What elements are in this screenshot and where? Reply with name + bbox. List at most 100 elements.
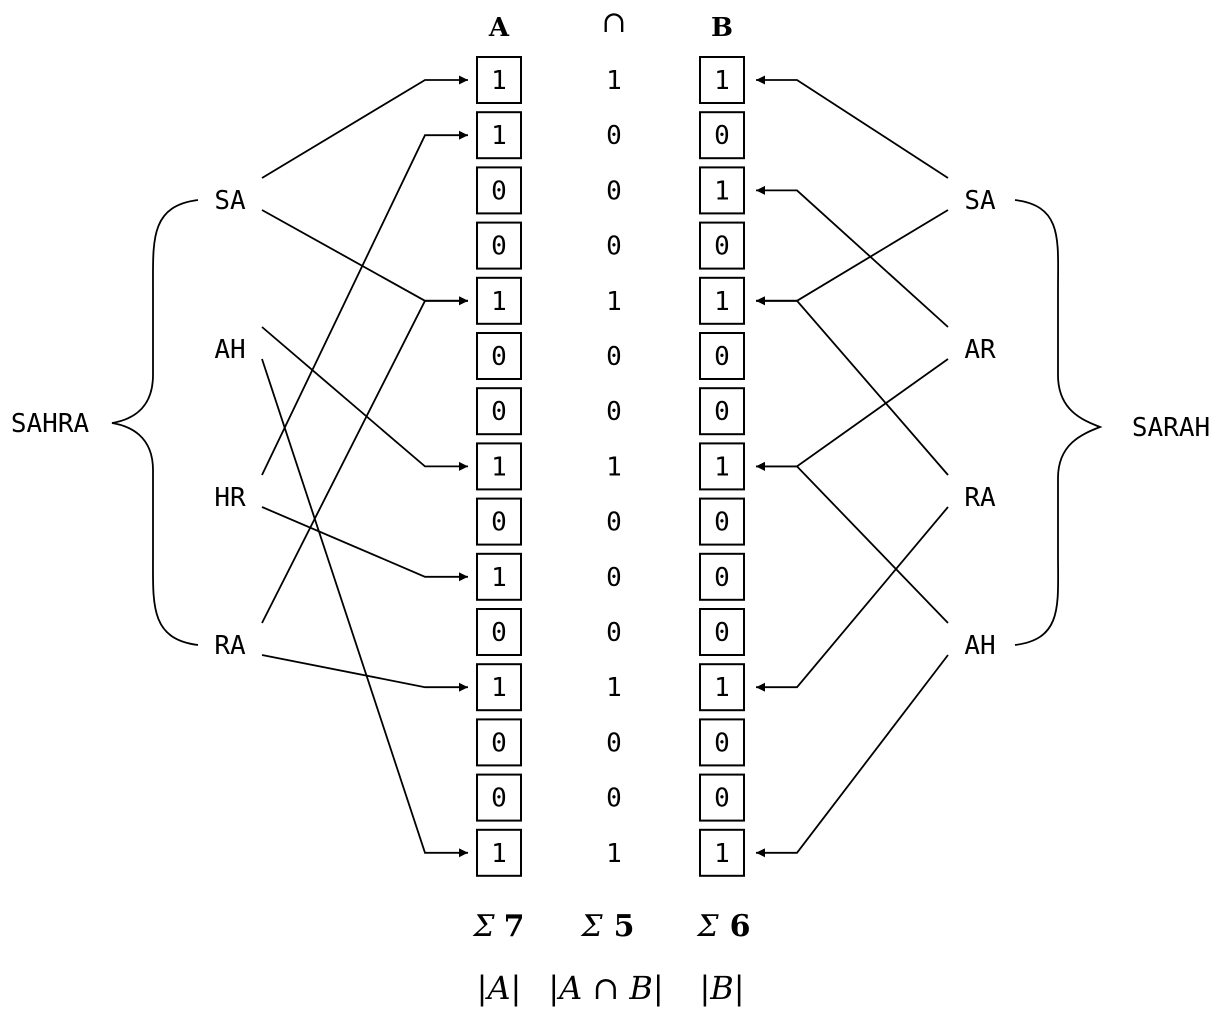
intersection-cell: 0 <box>606 618 622 648</box>
column-a-bit: 1 <box>491 66 507 96</box>
column-b-cell: 0 <box>699 111 745 160</box>
intersection-bit: 1 <box>606 673 622 703</box>
column-a-cell-box <box>476 773 522 822</box>
cardinality-b: |B| <box>699 969 744 1007</box>
column-a-cell-box <box>476 552 522 601</box>
column-b-bit: 0 <box>714 563 730 593</box>
intersection-bit: 1 <box>606 452 622 482</box>
column-b-cell-box <box>699 56 745 104</box>
left-connector-arrow <box>261 326 468 471</box>
left-connector-arrow <box>261 358 468 858</box>
intersection-cell: 1 <box>606 839 622 869</box>
right-connector-arrow <box>756 461 949 624</box>
column-b-cell: 0 <box>699 773 745 822</box>
column-a-cell: 1 <box>476 442 522 491</box>
column-b-cell: 1 <box>699 663 745 712</box>
column-a-bit: 0 <box>491 232 507 262</box>
left-bigram-ra: RA <box>214 631 246 661</box>
right-bigram-ra: RA <box>964 483 996 513</box>
right-bigram-ar: AR <box>964 335 996 365</box>
left-connector-arrow <box>261 296 468 624</box>
right-connector-arrow <box>756 209 949 306</box>
column-a-bit: 1 <box>491 452 507 482</box>
column-b-cell: 0 <box>699 497 745 546</box>
column-a-cell: 0 <box>476 497 522 546</box>
column-a-cell-box <box>476 221 522 270</box>
right-connector-arrow <box>756 185 949 328</box>
column-a-cell: 0 <box>476 608 522 656</box>
left-connector-arrow <box>261 130 468 476</box>
column-b-cell: 0 <box>699 221 745 270</box>
intersection-bit: 0 <box>606 397 622 427</box>
column-b-bit: 1 <box>714 452 730 482</box>
column-a-bit: 0 <box>491 342 507 372</box>
column-a-cell: 1 <box>476 663 522 712</box>
column-b-cell-box <box>699 663 745 712</box>
sum-intersection: Σ 5 <box>580 909 634 944</box>
column-a-cell: 1 <box>476 56 522 104</box>
column-b-cell-box <box>699 773 745 822</box>
intersection-cell: 0 <box>606 232 622 262</box>
intersection-bit: 0 <box>606 784 622 814</box>
column-a-cell-box <box>476 497 522 546</box>
column-a-cell-box <box>476 276 522 325</box>
column-b-cell-box <box>699 276 745 325</box>
column-b-cell: 1 <box>699 166 745 215</box>
sum-b-symbol: Σ <box>696 909 719 944</box>
connector-arrows <box>261 75 949 858</box>
left-bigram-sa: SA <box>214 186 246 216</box>
column-a-cell: 0 <box>476 221 522 270</box>
intersection-bit: 0 <box>606 618 622 648</box>
column-a-cell-box <box>476 166 522 215</box>
column-b-bit: 0 <box>714 618 730 648</box>
column-b-header: B <box>711 13 733 43</box>
column-a-bit: 1 <box>491 839 507 869</box>
left-bigram-ah: AH <box>214 335 245 365</box>
sum-intersection-symbol: Σ <box>580 909 603 944</box>
right-connector-arrow <box>756 654 949 858</box>
intersection-cell: 0 <box>606 342 622 372</box>
intersection-bit: 1 <box>606 66 622 96</box>
column-a-cell-box <box>476 718 522 767</box>
intersection-bit: 0 <box>606 176 622 206</box>
intersection-cell: 1 <box>606 287 622 317</box>
cardinality-intersection: |A ∩ B| <box>548 969 663 1007</box>
column-a-cell: 1 <box>476 111 522 160</box>
column-b-cell-box <box>699 221 745 270</box>
column-b-cell-box <box>699 166 745 215</box>
column-b-bit: 1 <box>714 673 730 703</box>
intersection-bit: 0 <box>606 563 622 593</box>
intersection-bit: 0 <box>606 508 622 538</box>
column-b-bit: 0 <box>714 342 730 372</box>
column-b-bit: 0 <box>714 397 730 427</box>
left-bigram-hr: HR <box>214 483 246 513</box>
column-a-bit: 0 <box>491 508 507 538</box>
column-b-cell-box <box>699 828 745 877</box>
intersection-cell: 0 <box>606 784 622 814</box>
column-b-cell-box <box>699 332 745 380</box>
intersection-bit: 0 <box>606 121 622 151</box>
column-a-cell: 0 <box>476 166 522 215</box>
intersection-cell: 0 <box>606 508 622 538</box>
column-b-cell: 0 <box>699 552 745 601</box>
intersection-header: ∩ <box>601 5 626 40</box>
column-a-cell: 0 <box>476 718 522 767</box>
column-a-header: A <box>488 13 510 43</box>
column-b-bit: 0 <box>714 728 730 758</box>
left-brace <box>111 199 199 646</box>
column-b-cell: 0 <box>699 718 745 767</box>
left-connector-arrow <box>261 75 468 179</box>
intersection-cell: 1 <box>606 66 622 96</box>
cardinality-a: |A| <box>477 969 522 1007</box>
intersection-bit: 0 <box>606 232 622 262</box>
column-a-cell-box <box>476 387 522 436</box>
column-a-cell: 1 <box>476 828 522 877</box>
column-a-bit: 0 <box>491 784 507 814</box>
intersection-bit: 0 <box>606 342 622 372</box>
column-b-bit: 0 <box>714 121 730 151</box>
column-a-cell-box <box>476 442 522 491</box>
column-a-bit: 1 <box>491 673 507 703</box>
